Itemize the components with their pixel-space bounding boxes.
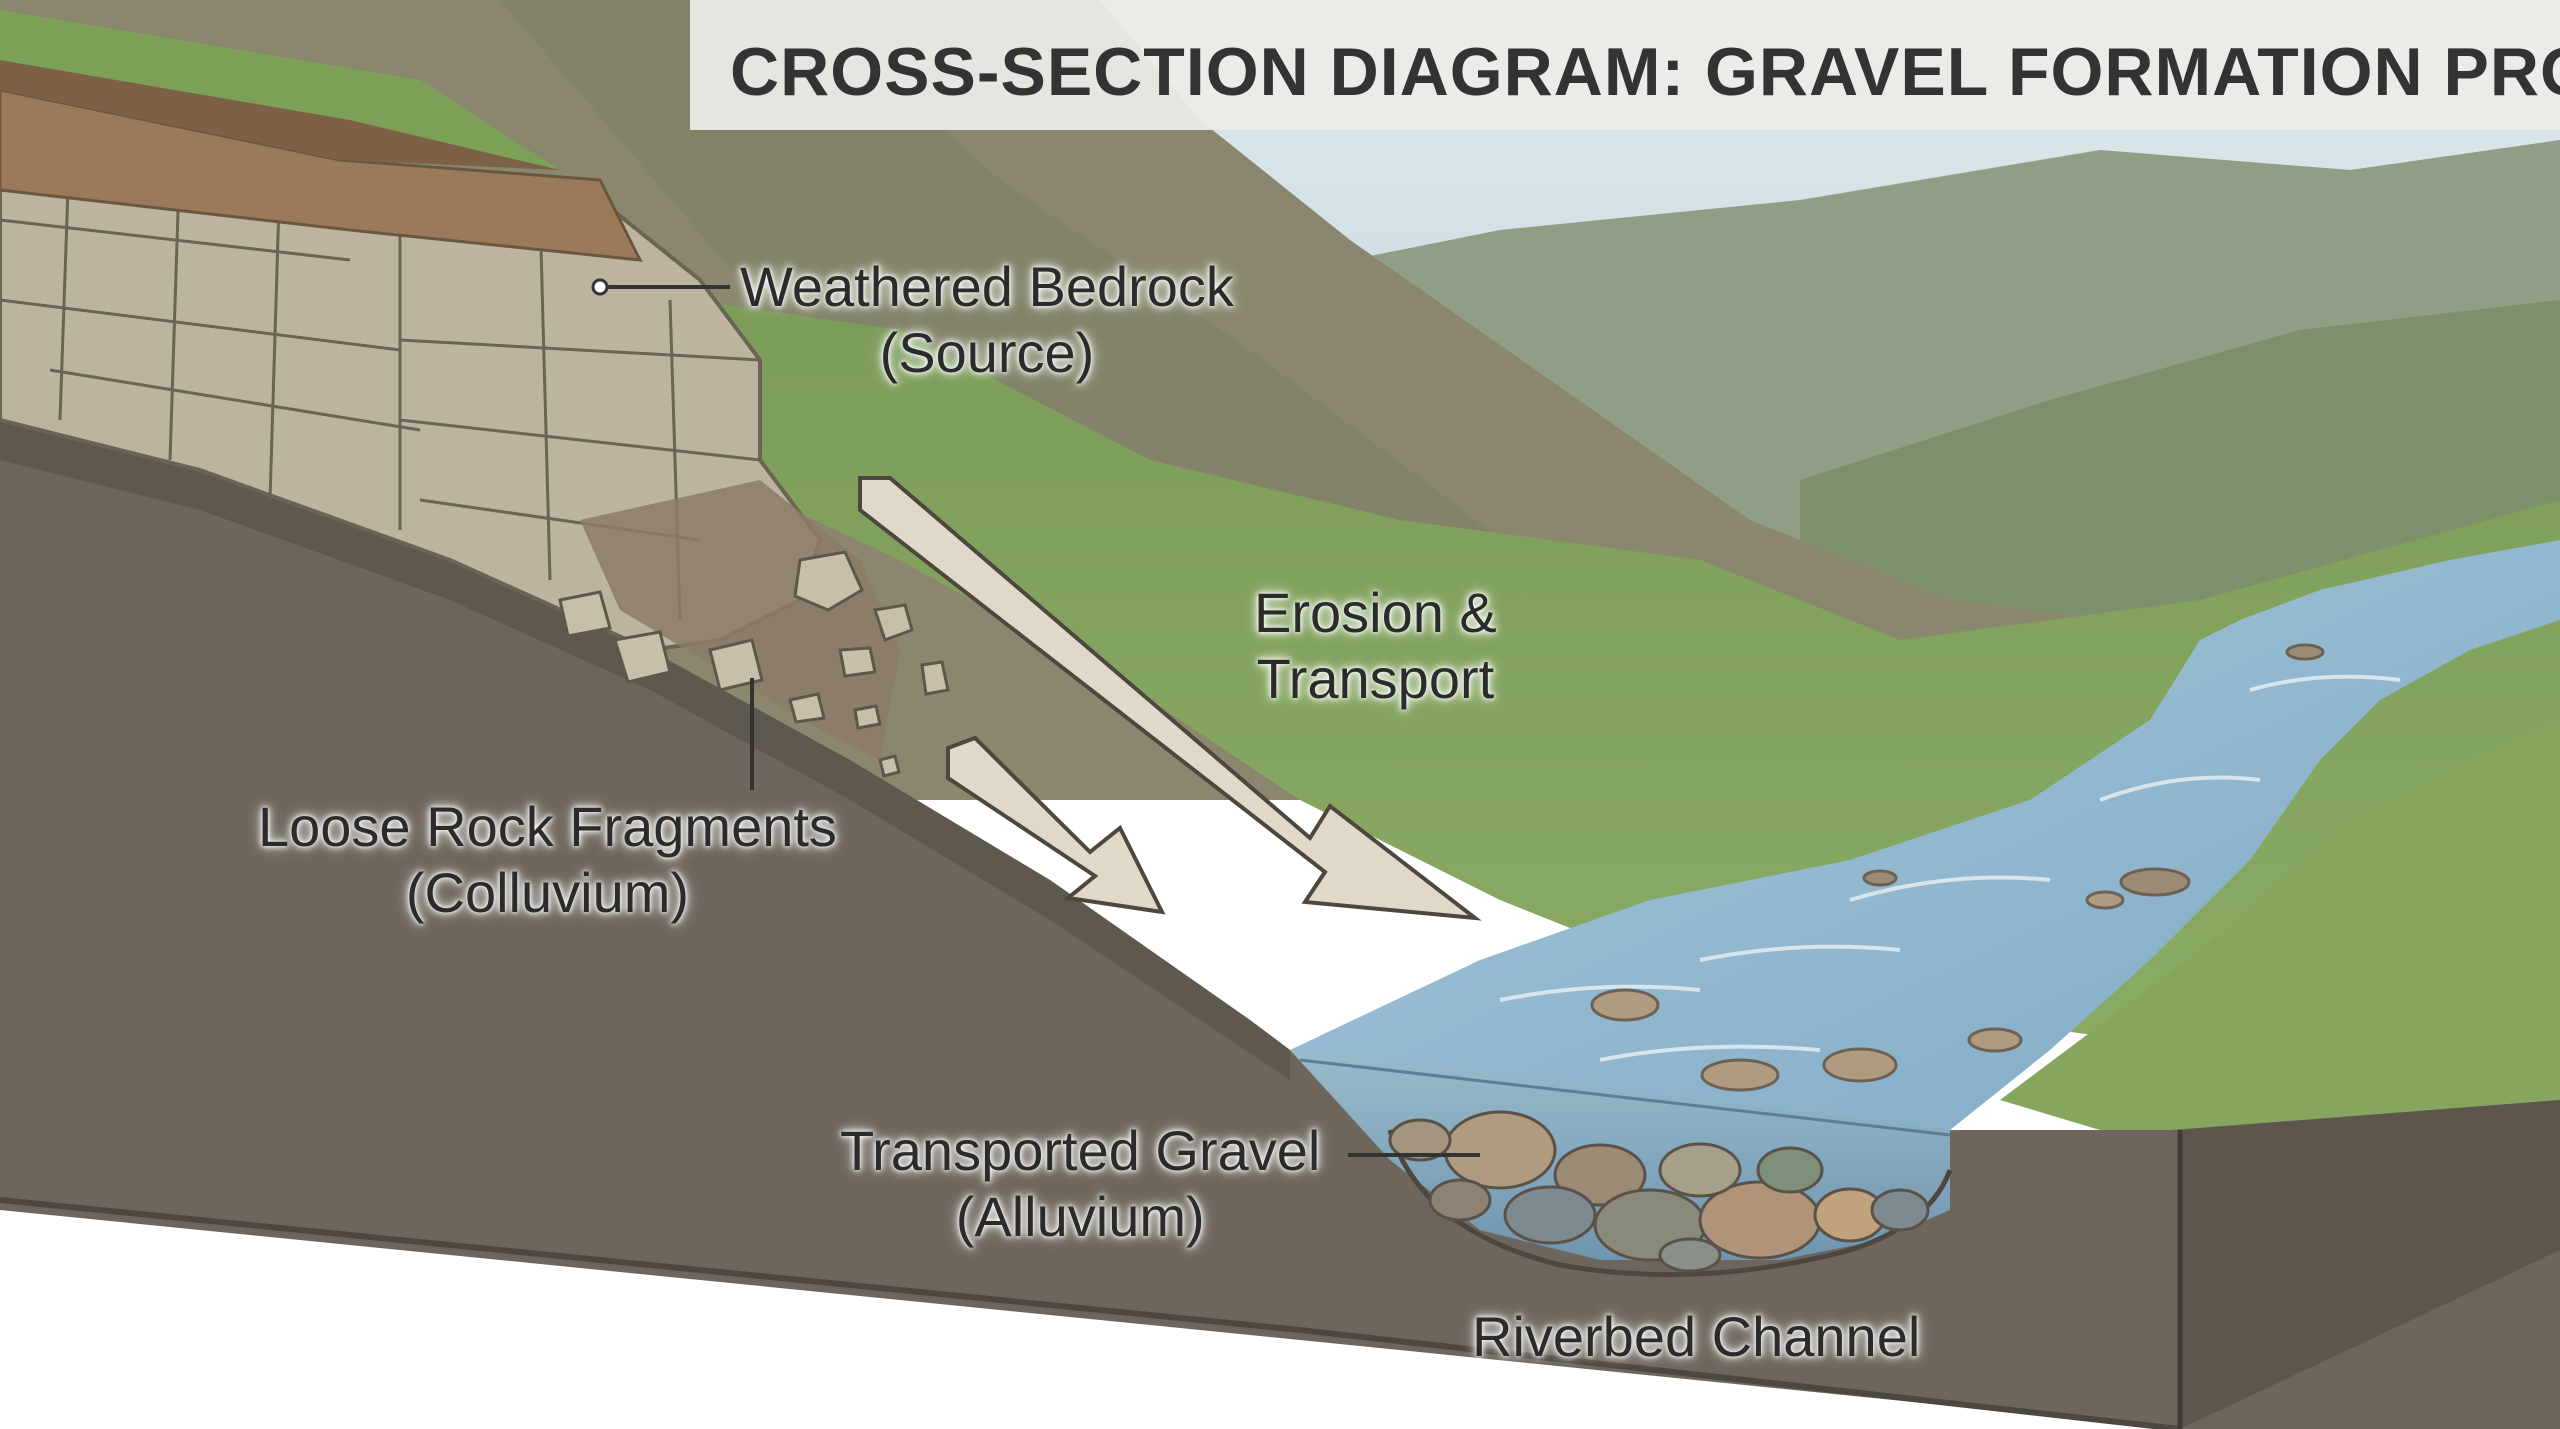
river-surface bbox=[1290, 540, 2560, 1130]
diagram-title: CROSS-SECTION DIAGRAM: GRAVEL FORMATION … bbox=[730, 34, 2560, 110]
label-erosion-transport: Erosion & Transport bbox=[1254, 580, 1497, 712]
block-right-face bbox=[2180, 1100, 2560, 1429]
leader-dot bbox=[591, 278, 609, 296]
grass-cap bbox=[0, 10, 560, 170]
loose-fragments bbox=[558, 550, 950, 778]
erosion-arrow-small bbox=[946, 735, 1166, 915]
label-loose-rock-line2: (Colluvium) bbox=[405, 861, 690, 924]
dark-soil-layer bbox=[0, 60, 560, 170]
base-ground bbox=[0, 1210, 2180, 1429]
label-weathered-bedrock-line2: (Source) bbox=[879, 321, 1095, 384]
label-riverbed-channel: Riverbed Channel bbox=[1472, 1304, 1920, 1370]
channel-gravel bbox=[1388, 1110, 1930, 1273]
label-loose-rock-line1: Loose Rock Fragments bbox=[258, 795, 837, 858]
label-loose-rock: Loose Rock Fragments (Colluvium) bbox=[258, 794, 837, 926]
label-weathered-bedrock: Weathered Bedrock (Source) bbox=[740, 254, 1234, 386]
water-line bbox=[1299, 1058, 1951, 1137]
label-erosion-line1: Erosion & bbox=[1254, 581, 1497, 644]
leader-lines bbox=[600, 285, 1480, 1157]
label-transported-gravel-line2: (Alluvium) bbox=[955, 1185, 1205, 1248]
label-weathered-bedrock-line1: Weathered Bedrock bbox=[740, 255, 1234, 318]
scree-slope bbox=[580, 480, 900, 760]
right-bank-grass bbox=[2000, 720, 2560, 1160]
base-edge bbox=[0, 1197, 2181, 1429]
label-transported-gravel-line1: Transported Gravel bbox=[840, 1119, 1321, 1182]
label-transported-gravel: Transported Gravel (Alluvium) bbox=[840, 1118, 1320, 1250]
label-riverbed-line1: Riverbed Channel bbox=[1472, 1305, 1921, 1368]
soil-shading bbox=[0, 420, 1290, 1080]
river-ripples bbox=[1499, 674, 2401, 1062]
river-pebbles bbox=[1590, 643, 2325, 1092]
erosion-arrow-large bbox=[858, 476, 1482, 921]
title-band bbox=[690, 0, 2560, 130]
label-erosion-line2: Transport bbox=[1256, 647, 1495, 710]
